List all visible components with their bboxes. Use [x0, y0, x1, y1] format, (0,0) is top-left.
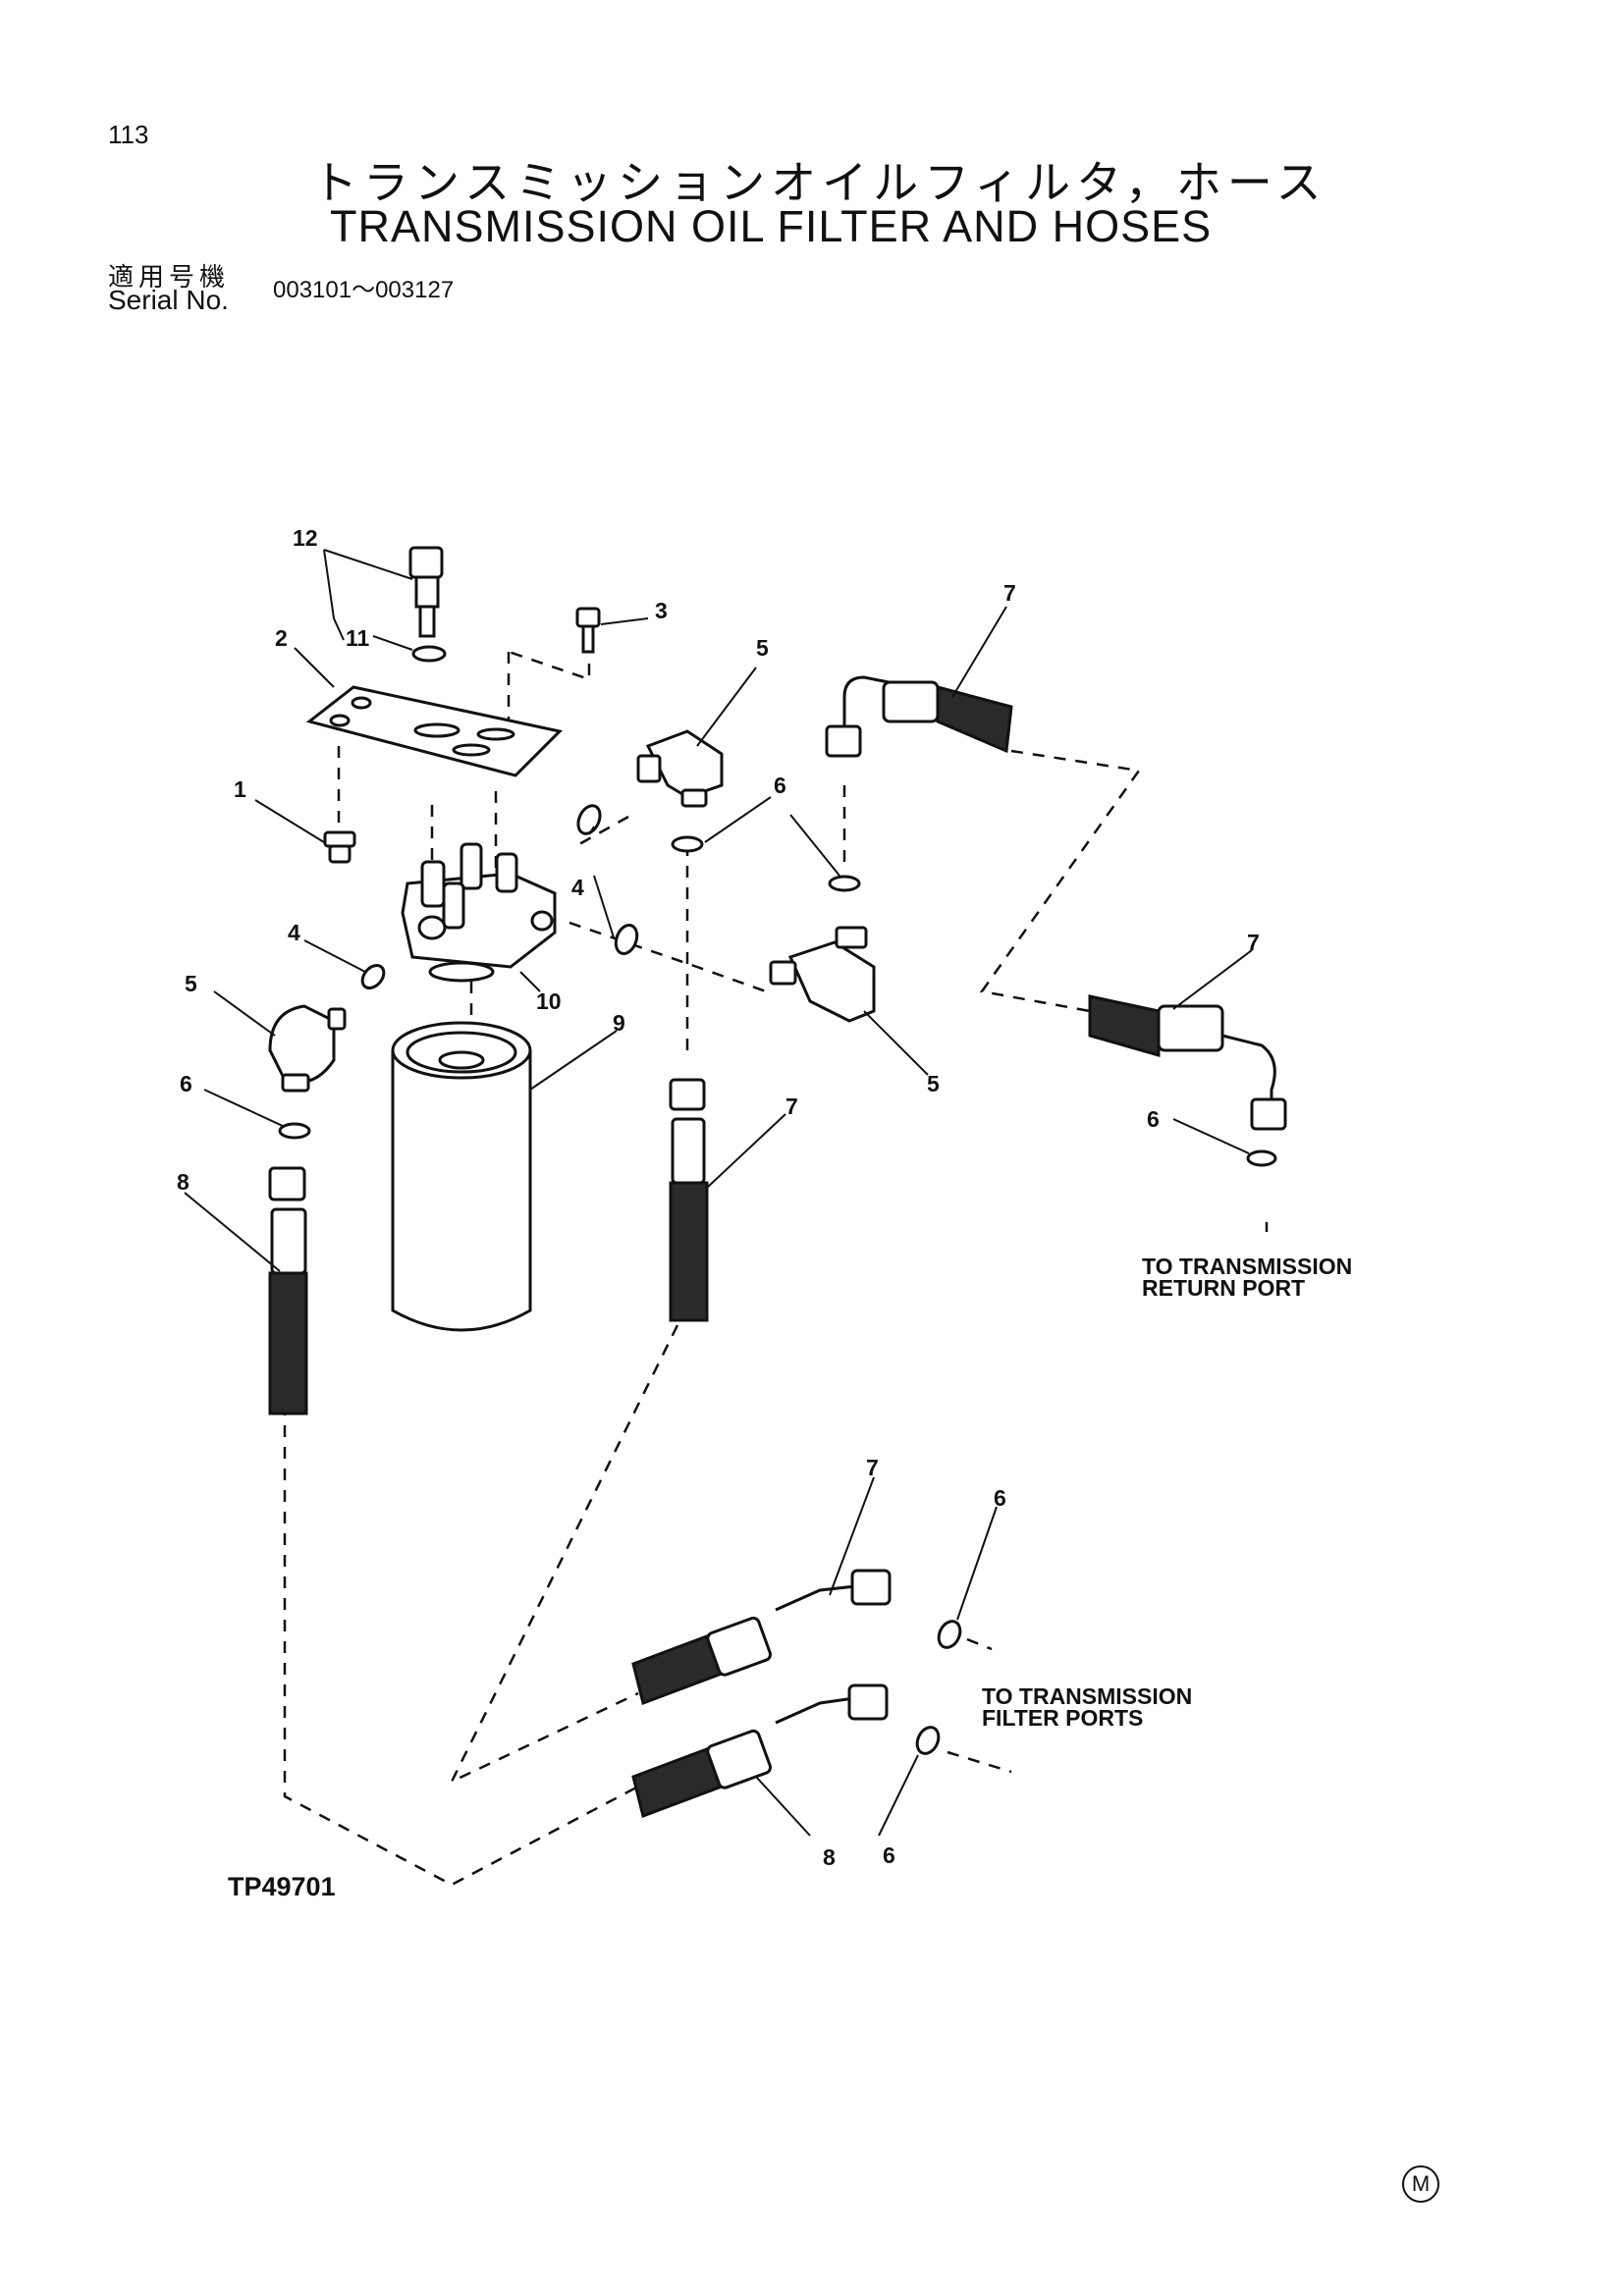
callout-7-right: 7 — [1247, 930, 1260, 955]
bolt-3-icon — [575, 607, 601, 654]
page-number: 113 — [108, 120, 149, 149]
bolt-1-icon — [323, 830, 356, 864]
hose-8-bottom-icon — [631, 1683, 889, 1818]
o-ring-icons — [278, 804, 1277, 1755]
hose-7-top-icon — [825, 675, 1013, 758]
washer-11-icon — [411, 645, 447, 663]
callout-1: 1 — [234, 776, 246, 802]
filter-ports-note-line1: TO TRANSMISSION — [982, 1683, 1192, 1709]
bolt-12-icon — [408, 546, 444, 638]
serial-label: Serial No. — [108, 285, 229, 315]
filter-ports-note-line2: FILTER PORTS — [982, 1705, 1143, 1731]
callout-6-bottom-top: 6 — [994, 1485, 1006, 1511]
callout-7-center: 7 — [785, 1094, 798, 1119]
callout-8-left: 8 — [177, 1169, 189, 1195]
callout-3: 3 — [655, 598, 668, 623]
callout-6-bottom-low: 6 — [883, 1842, 895, 1868]
callout-6-left: 6 — [180, 1071, 192, 1096]
hose-7-center-icon — [669, 1078, 709, 1322]
elbow-fitting-5-right-icon — [769, 926, 876, 1023]
callout-4-right: 4 — [571, 875, 584, 900]
elbow-fitting-5-left-icon — [268, 1004, 347, 1093]
callout-10: 10 — [536, 988, 562, 1014]
hose-7-right-icon — [1088, 994, 1287, 1131]
hose-8-left-icon — [268, 1166, 308, 1415]
callout-9: 9 — [613, 1010, 625, 1036]
elbow-fitting-5-top-icon — [636, 729, 724, 808]
callout-6-top: 6 — [774, 773, 786, 798]
figure-id: TP49701 — [228, 1872, 336, 1901]
hose-7-bottom-icon — [631, 1569, 892, 1705]
callouts: 12 11 2 3 5 7 1 6 4 4 10 5 9 6 8 5 7 7 6… — [177, 525, 1260, 1870]
callout-8-bottom: 8 — [823, 1844, 836, 1870]
corner-mark: M — [1402, 2165, 1439, 2203]
plate-2-icon — [305, 685, 564, 777]
return-port-note-line1: TO TRANSMISSION — [1142, 1254, 1352, 1279]
callout-5-left: 5 — [185, 971, 197, 996]
callout-5-top: 5 — [756, 635, 769, 661]
callout-6-right: 6 — [1147, 1106, 1160, 1132]
return-port-note-line2: RETURN PORT — [1142, 1275, 1305, 1301]
callout-12: 12 — [293, 525, 318, 551]
leader-lines — [184, 549, 1253, 1837]
callout-2: 2 — [275, 625, 288, 651]
page-title: TRANSMISSION OIL FILTER AND HOSES — [330, 201, 1213, 251]
callout-7-top: 7 — [1003, 580, 1016, 606]
serial-label-jp: 適用号機 — [108, 263, 231, 293]
page-title-jp: トランスミッションオイルフィルタ，ホース — [312, 156, 1327, 209]
callout-4-left: 4 — [288, 920, 300, 945]
callout-7-bottom: 7 — [866, 1455, 879, 1480]
callout-11: 11 — [346, 625, 370, 651]
filter-head-icon — [401, 842, 557, 983]
filter-element-icon — [391, 1021, 532, 1332]
callout-5-right: 5 — [927, 1071, 940, 1096]
serial-range: 003101～003127 — [273, 277, 455, 303]
